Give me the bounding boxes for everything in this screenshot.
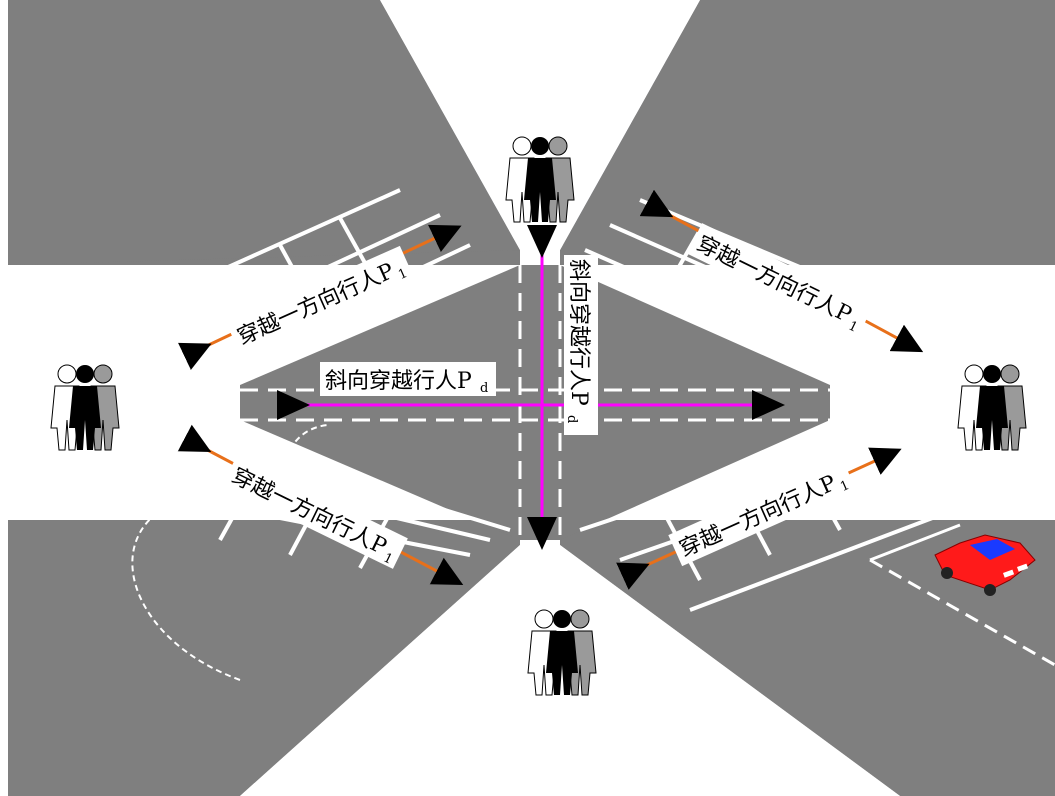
diagonal-crossing-arrows (277, 225, 785, 550)
label-diag-h: 斜向穿越行人P d (320, 362, 496, 396)
label-diag-v-sub: d (564, 415, 579, 423)
label-diag-h-text: 斜向穿越行人P (325, 369, 472, 394)
label-diag-v-text: 斜向穿越行人P (566, 259, 591, 406)
road-surface (8, 0, 1055, 796)
label-diag-h-sub: d (480, 381, 488, 396)
label-diag-v: 斜向穿越行人P d (564, 255, 598, 435)
car-icon (934, 534, 1036, 596)
